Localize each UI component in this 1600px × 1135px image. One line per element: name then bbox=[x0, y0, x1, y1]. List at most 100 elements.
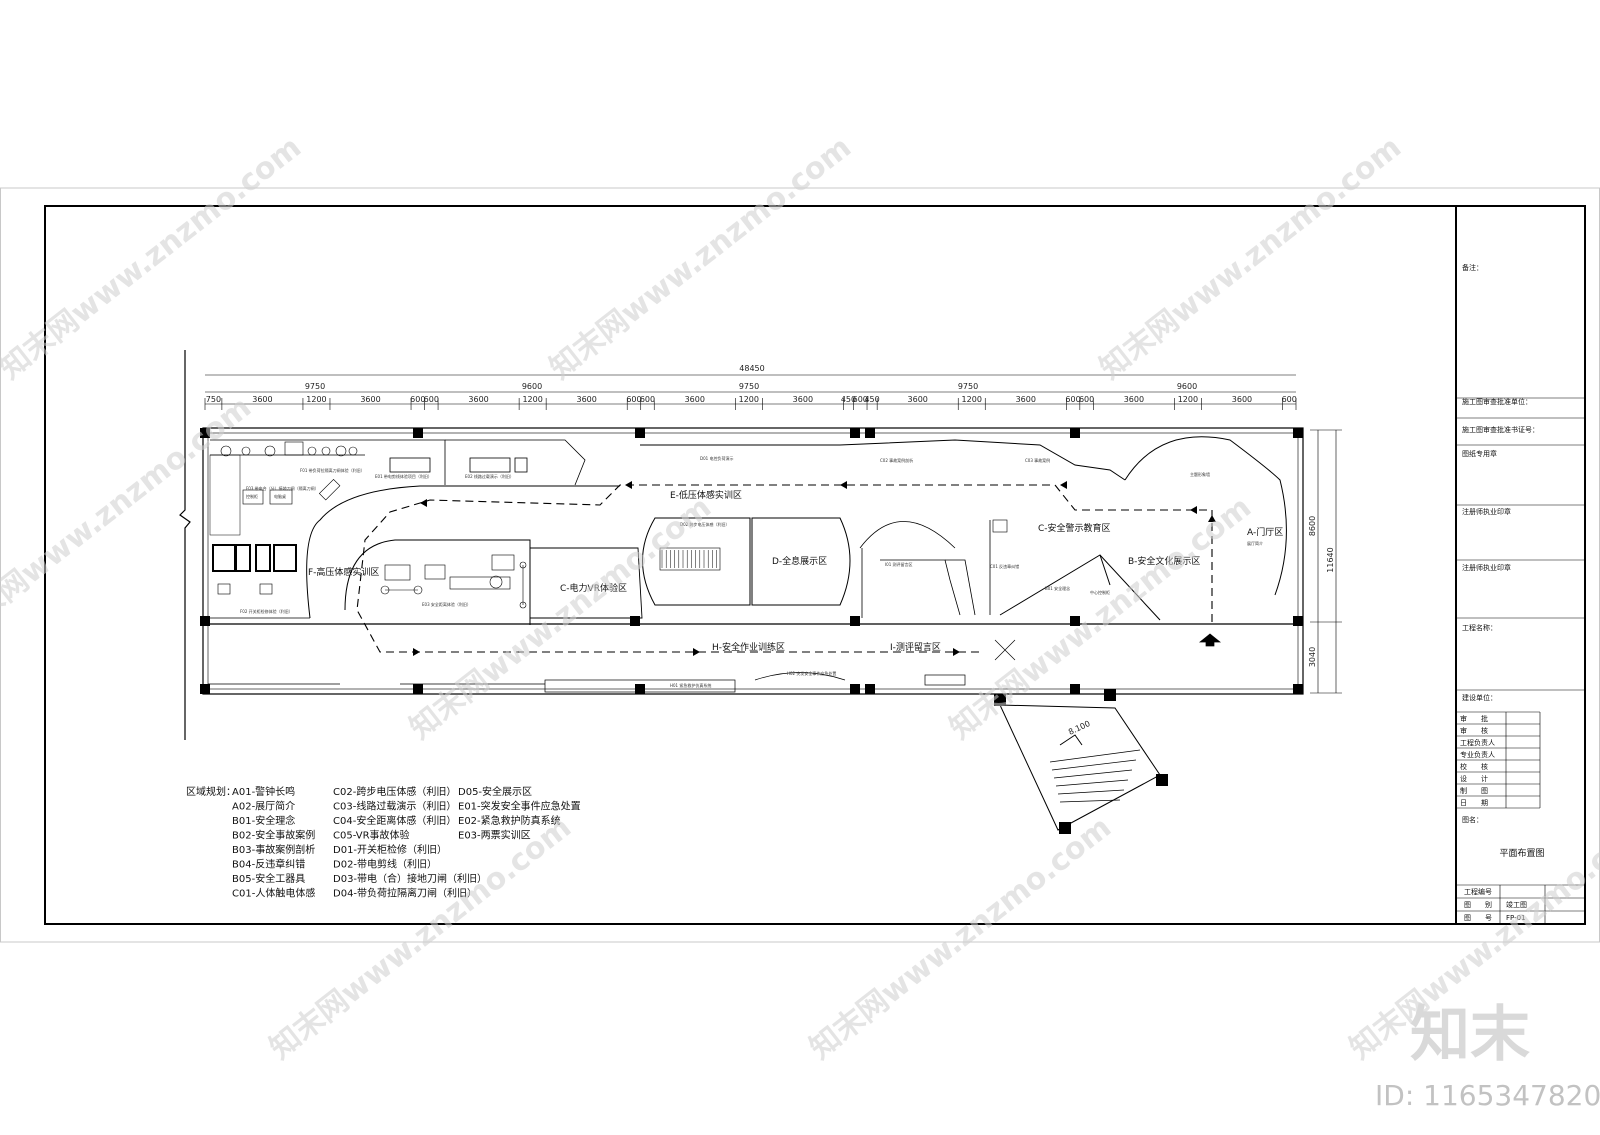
stair-step bbox=[1055, 779, 1129, 787]
dim-segment-11: 3600 bbox=[685, 395, 705, 404]
tb-category: 竣工图 bbox=[1506, 900, 1527, 909]
e02-label: E02 线路过载演示（利旧） bbox=[465, 473, 514, 479]
column-top-0 bbox=[200, 428, 210, 438]
dim-segment-23: 1200 bbox=[1178, 395, 1198, 404]
a02-label: 展厅简介 bbox=[1247, 540, 1263, 546]
b01-label: B01 安全理念 bbox=[1045, 585, 1070, 591]
watermark-2: 知末网www.znzmo.com bbox=[543, 130, 858, 387]
e03-area bbox=[380, 554, 527, 609]
title-block bbox=[1456, 397, 1585, 924]
column-stair-0 bbox=[994, 694, 1006, 706]
column-bottom-2 bbox=[635, 684, 645, 694]
c-vr-zone-label: C-电力VR体验区 bbox=[560, 582, 627, 594]
dim-group-4: 9750 bbox=[958, 382, 978, 391]
legend-item-col2-2: C04-安全距离体感（利旧） bbox=[333, 814, 456, 827]
dim-segment-21: 600 bbox=[1079, 395, 1094, 404]
d-zone bbox=[642, 517, 851, 606]
tb-role-4: 校 核 bbox=[1460, 762, 1488, 771]
dim-segment-24: 3600 bbox=[1232, 395, 1252, 404]
dim-segment-10: 600 bbox=[640, 395, 655, 404]
tb-eng-seal-2: 注册师执业印章 bbox=[1462, 563, 1511, 572]
dim-segment-9: 600 bbox=[626, 395, 641, 404]
tb-role-5: 设 计 bbox=[1460, 774, 1488, 783]
tb-role-6: 制 图 bbox=[1460, 786, 1488, 795]
legend-item-col1-5: B04-反违章纠错 bbox=[232, 858, 305, 871]
console-label: 控制柜 bbox=[246, 493, 258, 499]
h-zone-label: H-安全作业训练区 bbox=[712, 641, 785, 653]
column-top-1 bbox=[413, 428, 423, 438]
dim-segment-8: 3600 bbox=[577, 395, 597, 404]
column-bottom-4 bbox=[865, 684, 875, 694]
column-top-5 bbox=[1070, 428, 1080, 438]
stair-step bbox=[1049, 749, 1141, 763]
dim-segment-4: 600 bbox=[410, 395, 425, 404]
dim-segment-3: 3600 bbox=[360, 395, 380, 404]
drawing-frame bbox=[44, 205, 1586, 925]
tb-role-1: 审 核 bbox=[1460, 726, 1488, 735]
dimension-chain bbox=[204, 374, 1297, 410]
dim-total: 48450 bbox=[739, 364, 764, 373]
column-bottom-6 bbox=[1293, 684, 1303, 694]
c-vr-zone bbox=[529, 547, 643, 625]
e-zone-label: E-低压体感实训区 bbox=[670, 489, 742, 501]
legend-item-col3-3: E03-两票实训区 bbox=[458, 829, 531, 842]
dim-segment-22: 3600 bbox=[1124, 395, 1144, 404]
watermark-4: 知末网www.znzmo.com bbox=[0, 390, 258, 647]
brand-logo: 知末 bbox=[1410, 1000, 1530, 1070]
tb-project-no: 工程编号 bbox=[1464, 887, 1492, 896]
legend-item-col3-2: E02-紧急救护防真系统 bbox=[458, 814, 561, 827]
structural-columns bbox=[200, 428, 1303, 834]
building-walls bbox=[179, 350, 1304, 740]
column-top-2 bbox=[635, 428, 645, 438]
dim-group-2: 9600 bbox=[522, 382, 542, 391]
f-zone-label: F-高压体感实训区 bbox=[308, 566, 379, 578]
entrance-stair bbox=[999, 704, 1161, 831]
tb-number: FP-01 bbox=[1506, 914, 1526, 922]
column-stair-2 bbox=[1156, 774, 1168, 786]
dim-segment-20: 600 bbox=[1065, 395, 1080, 404]
i01-box-label: I01 测评留言区 bbox=[885, 561, 913, 567]
e01-label: E01 带电剪线体验项目（利旧） bbox=[375, 473, 432, 479]
tb-role-0: 审 批 bbox=[1460, 714, 1488, 723]
tb-drawing-name: 平面布置图 bbox=[1499, 847, 1544, 859]
dim-segment-14: 450 bbox=[841, 395, 856, 404]
legend: 区域规划： A01-警钟长鸣A02-展厅简介B01-安全理念B02-安全事故案例… bbox=[186, 785, 581, 900]
legend-item-col1-2: B01-安全理念 bbox=[232, 814, 295, 827]
b-zone-label: B-安全文化展示区 bbox=[1128, 555, 1200, 567]
visitor-route bbox=[356, 484, 1213, 653]
legend-item-col1-4: B03-事故案例剖析 bbox=[232, 843, 315, 856]
legend-heading: 区域规划： bbox=[186, 785, 236, 798]
dim-group-5: 9600 bbox=[1177, 382, 1197, 391]
c-warn-zone-label: C-安全警示教育区 bbox=[1038, 522, 1111, 534]
b02-label: 中心控制柜 bbox=[1090, 589, 1110, 595]
dim-segment-6: 3600 bbox=[468, 395, 488, 404]
dim-right-total: 11640 bbox=[1326, 547, 1335, 572]
legend-item-col1-3: B02-安全事故案例 bbox=[232, 829, 315, 842]
e-zone-enclosures bbox=[365, 439, 586, 486]
dim-segment-19: 3600 bbox=[1016, 395, 1036, 404]
legend-item-col3-0: D05-安全展示区 bbox=[458, 785, 532, 798]
dim-right-3040: 3040 bbox=[1308, 647, 1317, 667]
e03-label: E03 安全距离体验（利旧） bbox=[422, 601, 471, 607]
route-arrows bbox=[413, 481, 1216, 656]
tb-drawing-name-label: 图名： bbox=[1462, 815, 1483, 824]
f-zone-enclosure bbox=[209, 439, 620, 625]
column-mid-0 bbox=[630, 616, 640, 626]
legend-item-col2-3: C05-VR事故体验 bbox=[333, 829, 410, 842]
tb-category-label: 图 别 bbox=[1464, 900, 1492, 909]
tb-review-unit: 施工图审查批准单位： bbox=[1462, 397, 1532, 406]
dim-segment-0: 750 bbox=[206, 395, 221, 404]
c02-label: C02 事故案例剖析 bbox=[880, 457, 913, 463]
dim-segment-12: 1200 bbox=[739, 395, 759, 404]
d-zone-label: D-全息展示区 bbox=[772, 555, 827, 567]
column-mid-3 bbox=[1293, 616, 1303, 626]
c01-label: C01 反违章纠错 bbox=[990, 563, 1019, 569]
watermark-3: 知末网www.znzmo.com bbox=[1093, 130, 1408, 387]
h01-label: H01 紧急救护仿真系统 bbox=[670, 682, 711, 688]
dim-segment-2: 1200 bbox=[306, 395, 326, 404]
legend-item-col2-5: D02-带电剪线（利旧） bbox=[333, 858, 437, 871]
watermark-8: 知末网www.znzmo.com bbox=[803, 810, 1118, 1067]
tb-role-7: 日 期 bbox=[1460, 799, 1488, 807]
